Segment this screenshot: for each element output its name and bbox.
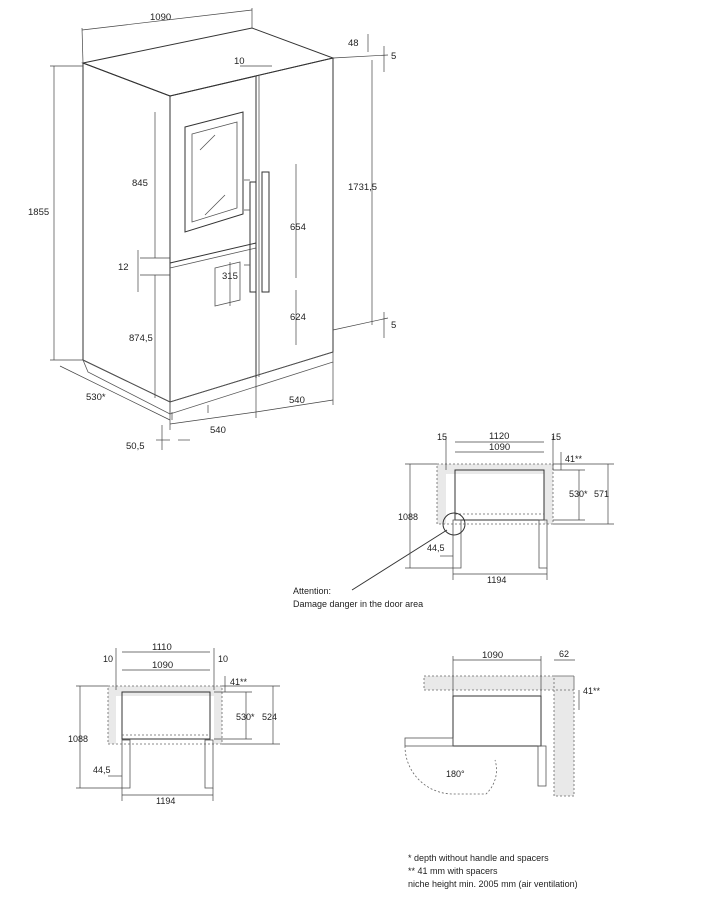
wall-shade-left: [437, 464, 446, 524]
label-1110: 1110: [152, 642, 172, 653]
wall-shade-top: [437, 464, 553, 474]
label-180: 180°: [446, 769, 465, 779]
wall-top-outline: [423, 675, 575, 691]
glass-reflection: [204, 194, 226, 216]
wall-shade-top: [424, 676, 574, 690]
label-41: 41**: [583, 686, 601, 696]
label-1088: 1088: [398, 512, 418, 522]
label-handle-offset: 10: [234, 56, 245, 67]
label-dispenser: 315: [222, 271, 238, 282]
fridge-isometric-view: [50, 8, 389, 450]
fridge-plinth: [169, 351, 334, 415]
dim-ext: [332, 54, 389, 59]
label-44-5: 44,5: [427, 543, 445, 553]
label-10-left: 10: [103, 654, 113, 664]
label-height: 1855: [28, 207, 49, 218]
left-door-divider-2: [169, 247, 257, 269]
danger-circle: [442, 512, 466, 536]
plan-view-left: [76, 648, 280, 801]
label-door-height: 1731,5: [348, 182, 377, 193]
label-15-left: 15: [437, 432, 447, 442]
open-door-right: [538, 519, 548, 569]
label-top-offset: 48: [348, 38, 359, 49]
dim-width-line: [81, 9, 253, 31]
attention-text: Damage danger in the door area: [293, 599, 423, 609]
label-divider: 12: [118, 262, 129, 273]
label-41: 41**: [230, 677, 248, 687]
glass-window: [191, 121, 238, 223]
open-door-left: [121, 739, 131, 789]
label-1090: 1090: [152, 660, 173, 671]
label-lower-door: 874,5: [129, 333, 153, 344]
note-spacers: ** 41 mm with spacers: [408, 866, 498, 876]
open-door-right: [204, 739, 214, 789]
label-41: 41**: [565, 454, 583, 464]
label-handle-bottom: 624: [290, 312, 306, 323]
attention-title: Attention:: [293, 586, 331, 596]
wall-right-outline: [553, 675, 575, 797]
label-upper-door: 845: [132, 178, 148, 189]
fridge-top-face: [81, 27, 335, 97]
label-left-half: 540: [210, 425, 226, 436]
label-right-half: 540: [289, 395, 305, 406]
label-10-right: 10: [218, 654, 228, 664]
door-swing-arc: [404, 745, 497, 795]
wall-shade-right: [214, 686, 222, 744]
note-niche: niche height min. 2005 mm (air ventilati…: [408, 879, 578, 889]
dim-ext: [81, 27, 84, 64]
wall-shade-left: [108, 686, 116, 744]
label-1194: 1194: [487, 575, 506, 585]
label-handle-top: 654: [290, 222, 306, 233]
open-door-left: [452, 519, 462, 569]
label-1088: 1088: [68, 734, 88, 744]
wall-shade-right: [544, 464, 553, 524]
fridge-side-face: [82, 62, 171, 403]
label-1194: 1194: [156, 796, 175, 806]
label-top-gap: 5: [391, 51, 396, 62]
door-right: [537, 745, 547, 787]
fridge-plinth-side: [82, 359, 171, 415]
open-door-left: [404, 737, 454, 747]
label-524: 524: [262, 712, 277, 722]
label-bottom-gap: 5: [391, 320, 396, 331]
fridge-footprint: [121, 691, 211, 740]
dim-right-half: [255, 399, 334, 413]
right-handle: [261, 171, 270, 293]
glass-reflection: [199, 134, 216, 151]
label-1090: 1090: [489, 442, 510, 453]
label-15-right: 15: [551, 432, 561, 442]
label-530: 530*: [569, 489, 588, 499]
dim-left-half: [169, 411, 257, 425]
label-571: 571: [594, 489, 609, 499]
label-62: 62: [559, 649, 569, 659]
label-depth: 530*: [86, 392, 106, 403]
wall-shade-right: [554, 676, 574, 796]
label-width: 1090: [150, 12, 171, 23]
plan-view-right: [404, 656, 580, 797]
note-depth: * depth without handle and spacers: [408, 853, 549, 863]
label-1120: 1120: [489, 431, 509, 442]
left-door-divider: [169, 242, 257, 264]
label-44-5: 44,5: [93, 765, 111, 775]
left-handle: [249, 181, 257, 293]
glass-window-frame: [184, 111, 244, 233]
plan-view-middle: [351, 436, 614, 591]
label-base-offset: 50,5: [126, 441, 145, 452]
label-530: 530*: [236, 712, 255, 722]
dispenser: [214, 261, 241, 307]
fridge-footprint: [454, 469, 545, 521]
niche-outline: [436, 463, 554, 525]
dim-depth-line: [59, 365, 171, 421]
dim-ext: [332, 317, 389, 331]
attention-leader: [351, 529, 448, 591]
label-1090: 1090: [482, 650, 503, 661]
fridge-footprint: [452, 695, 542, 747]
niche-outline: [107, 685, 223, 745]
fridge-front-face: [169, 57, 334, 403]
wall-shade-top: [108, 686, 222, 696]
